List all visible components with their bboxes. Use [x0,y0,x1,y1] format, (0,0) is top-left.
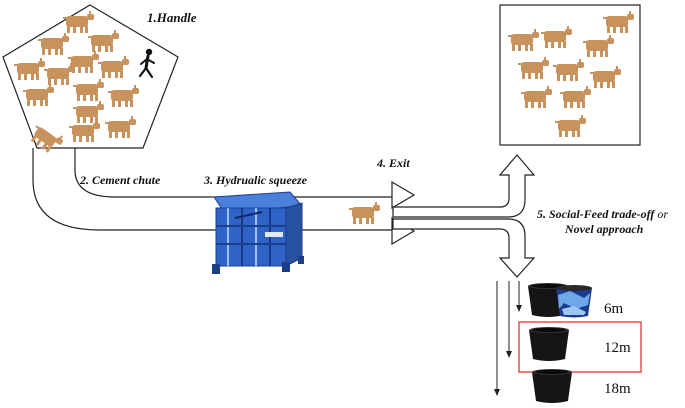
cow-icon [69,120,100,142]
exit-marker-upper [391,180,416,210]
cow-icon [14,58,45,80]
highlight-box [518,321,642,373]
cow-icon [105,116,136,138]
novel-object-bucket-icon [556,285,592,318]
hydraulic-squeeze-label: 3. Hydrualic squeeze [204,173,307,187]
cow-icon [44,63,75,85]
distance-label-12m: 12m [604,340,631,356]
feed-bucket-icon [532,369,572,403]
exit-label: 4. Exit [377,156,410,170]
approach-arrows [494,281,522,396]
cow-icon [38,33,69,55]
cow-icon [63,11,94,33]
tradeoff-label-bold: 5. Social-Feed trade-off [537,207,655,221]
cow-icon [108,85,139,107]
cow-icon [73,101,104,123]
cement-chute-label: 2. Cement chute [80,173,161,187]
tradeoff-label-line1: 5. Social-Feed trade-off or [537,207,668,222]
tradeoff-label-line2: Novel approach [565,222,644,236]
distance-label-18m: 18m [604,381,631,397]
lane-to-feed-buckets [392,218,536,278]
cow-icon [73,79,104,101]
hydraulic-squeeze-chute-image [212,191,304,274]
walking-person-icon [138,48,155,79]
handle-label: 1.Handle [147,10,197,25]
chute-lower-wall [32,148,392,231]
cow-icon [88,30,119,52]
handling-pen [2,4,179,149]
distance-label-6m: 6m [604,301,624,317]
feed-bucket-icon [529,327,569,361]
tradeoff-label-or: or [657,207,669,221]
cow-icon [98,56,129,78]
cow-icon [23,84,54,106]
pen-herd [14,11,139,157]
lane-to-social-pen [392,154,536,218]
chute-upper-wall [74,148,392,198]
cow-icon [349,202,380,224]
